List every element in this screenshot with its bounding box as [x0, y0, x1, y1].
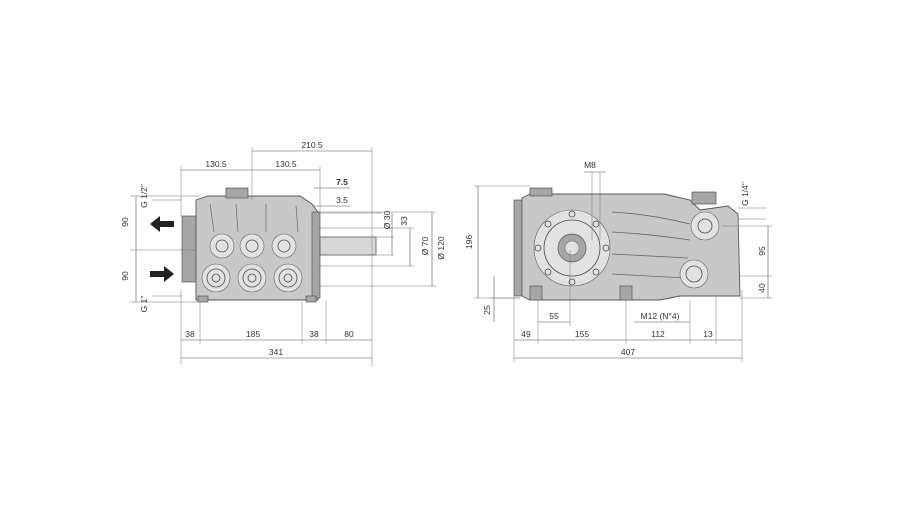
dim-side-49: 49 [521, 329, 531, 339]
side-top-dimensions: M8 [584, 160, 606, 240]
valve-plug-3 [273, 263, 303, 293]
side-foot-2 [619, 285, 633, 301]
front-view: 210.5 130.5 130.5 7.5 3.5 Ø 30 33 Ø 70 Ø… [120, 140, 446, 366]
dim-95: 95 [757, 246, 767, 256]
side-left-dimensions: 196 25 [464, 185, 530, 322]
front-foot-right [305, 295, 317, 303]
valve-plug-1 [201, 263, 231, 293]
dim-left-span: 130.5 [205, 159, 227, 169]
dim-side-155: 155 [575, 329, 589, 339]
valve-head-2 [239, 233, 265, 259]
dim-25: 25 [482, 305, 492, 315]
bolt-label-m12: M12 (N°4) [641, 311, 680, 321]
dim-33: 33 [399, 216, 409, 226]
valve-plug-2 [237, 263, 267, 293]
outlet-arrow-icon [150, 216, 174, 232]
side-pump-body [513, 187, 741, 301]
dim-bottom-185: 185 [246, 329, 260, 339]
dim-3-5: 3.5 [336, 195, 348, 205]
valve-head-1 [209, 233, 235, 259]
front-flange [311, 211, 321, 299]
side-bottom-dimensions: 49 55 155 M12 (N°4) 112 13 407 [513, 250, 743, 362]
front-right-dimensions: 7.5 3.5 Ø 30 33 Ø 70 Ø 120 [314, 177, 446, 287]
dim-7-5: 7.5 [336, 177, 348, 187]
suction-port [679, 259, 709, 289]
dim-side-13: 13 [703, 329, 713, 339]
dim-40: 40 [757, 283, 767, 293]
dim-overall-top: 210.5 [301, 140, 323, 150]
dim-bottom-80: 80 [344, 329, 354, 339]
front-foot-left [197, 295, 209, 303]
dim-lower-90: 90 [120, 271, 130, 281]
dim-196: 196 [464, 235, 474, 249]
front-left-dimensions: 90 90 G 1/2" G 1" [120, 184, 200, 312]
side-right-dimensions: G 1/4" 95 40 [722, 182, 772, 299]
front-pump-body [150, 187, 377, 303]
side-top-cap [529, 187, 553, 197]
discharge-port [690, 211, 720, 241]
thread-g-1-4: G 1/4" [740, 182, 750, 206]
drive-shaft [319, 236, 377, 256]
label-m8: M8 [584, 160, 596, 170]
dim-diameter-120: Ø 120 [436, 236, 446, 259]
top-cap [225, 187, 249, 199]
dim-shaft-diameter: Ø 30 [382, 211, 392, 230]
dim-diameter-70: Ø 70 [420, 237, 430, 256]
dim-side-55: 55 [549, 311, 559, 321]
dim-upper-90: 90 [120, 217, 130, 227]
dim-side-112: 112 [651, 329, 665, 339]
front-top-dimensions: 210.5 130.5 130.5 [180, 140, 373, 366]
side-view: M8 G 1/4" 95 40 196 25 [464, 160, 772, 362]
inlet-arrow-icon [150, 266, 174, 282]
dim-bottom-38-left: 38 [185, 329, 195, 339]
valve-head-3 [271, 233, 297, 259]
inlet-thread-label: G 1" [139, 296, 149, 313]
dim-total-341: 341 [269, 347, 283, 357]
dim-right-span: 130.5 [275, 159, 297, 169]
dim-bottom-38-right: 38 [309, 329, 319, 339]
side-foot-1 [529, 285, 543, 301]
front-bottom-dimensions: 38 185 38 80 341 [180, 290, 372, 364]
outlet-thread-label: G 1/2" [139, 184, 149, 208]
side-top-port [691, 191, 717, 205]
dim-total-407: 407 [621, 347, 635, 357]
